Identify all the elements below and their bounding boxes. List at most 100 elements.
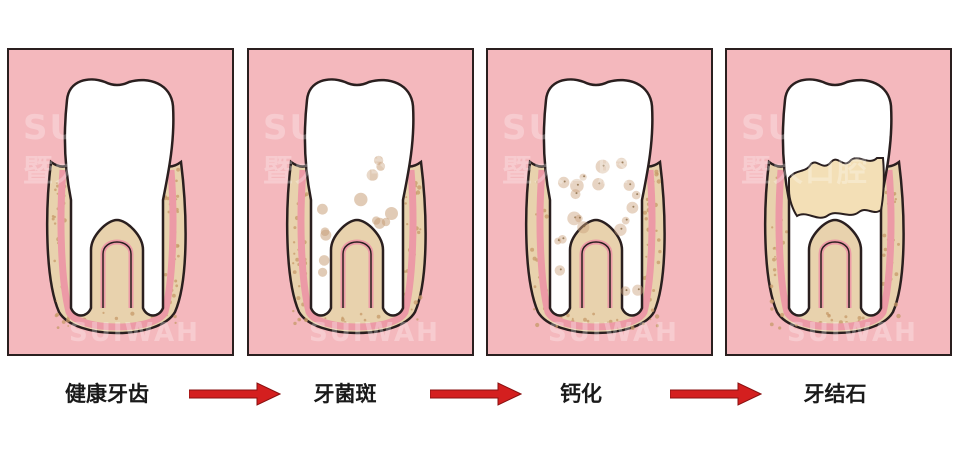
- gum-speck: [66, 318, 70, 323]
- gum-speck: [410, 308, 413, 311]
- gum-speck: [164, 273, 168, 277]
- gum-speck: [298, 285, 301, 288]
- gum-speck: [363, 318, 367, 322]
- calcium-grain: [632, 205, 635, 208]
- gum-speck: [774, 255, 776, 258]
- gum-speck: [778, 326, 782, 330]
- gum-speck: [417, 185, 422, 190]
- calcium-grain: [620, 227, 623, 230]
- gum-speck: [293, 226, 297, 230]
- gum-speck: [592, 312, 595, 316]
- gum-speck: [535, 322, 540, 328]
- gum-speck: [772, 247, 776, 250]
- gum-speck: [533, 285, 537, 289]
- plaque-spot: [577, 221, 590, 234]
- gum-speck: [555, 325, 559, 328]
- gum-speck: [61, 320, 66, 324]
- gum-speck: [176, 167, 181, 172]
- gum-speck: [324, 317, 327, 320]
- gum-speck: [882, 233, 887, 238]
- gum-speck: [292, 241, 296, 244]
- gum-speck: [645, 255, 648, 258]
- gum-speck: [177, 254, 180, 258]
- plaque-spot: [354, 192, 368, 207]
- gum-speck: [56, 182, 59, 184]
- tooth: [63, 78, 175, 317]
- stage-panel-tartar: SUI 暨大口腔 SUIWAH: [725, 48, 952, 356]
- gum-speck: [175, 179, 178, 183]
- gum-speck: [893, 302, 898, 307]
- gum-speck: [770, 307, 774, 311]
- gum-speck: [825, 312, 829, 315]
- gum-speck: [296, 296, 301, 301]
- plaque-spot: [376, 162, 386, 171]
- gum-speck: [359, 312, 363, 316]
- gum-speck: [773, 273, 777, 277]
- gum-speck: [644, 217, 648, 221]
- gum-speck: [828, 314, 831, 317]
- gum-lining: [536, 169, 656, 331]
- plaque-spot: [614, 223, 627, 236]
- calcium-grain: [625, 289, 628, 292]
- gum-speck: [293, 321, 297, 326]
- gum-speck: [51, 215, 55, 218]
- calcified-tooth-illustration: [524, 78, 666, 335]
- gum-speck: [406, 223, 409, 226]
- calcium-grain: [598, 182, 601, 185]
- gum-speck: [656, 172, 659, 175]
- gum-lining: [57, 169, 177, 331]
- gum-speck: [166, 196, 170, 201]
- healthy-tooth-illustration: [45, 78, 187, 335]
- stage-panel-healthy: SUI 暨大口腔 SUIWAH: [7, 48, 234, 356]
- calcium-grain: [583, 225, 586, 228]
- calcium-grain: [563, 180, 566, 183]
- gum-speck: [657, 238, 661, 242]
- gum-speck: [586, 319, 590, 323]
- gum-speck: [295, 257, 300, 262]
- gum-speck: [533, 308, 536, 311]
- gum-speck: [838, 320, 843, 325]
- gum-speck: [857, 316, 862, 320]
- plaque-spot: [554, 237, 562, 245]
- gum-lining: [297, 169, 417, 331]
- plaque-spot: [632, 284, 644, 296]
- stage-label-plaque: 牙菌斑: [313, 382, 377, 406]
- gum-speck: [292, 309, 295, 313]
- calcium-grain: [629, 183, 632, 186]
- plaque-spot: [385, 207, 398, 220]
- gum-speck: [785, 230, 789, 234]
- gum-speck: [67, 325, 70, 327]
- gum-speck: [416, 318, 419, 321]
- gum-speck: [114, 316, 119, 321]
- gum-speck: [376, 314, 381, 319]
- plaque-spot: [567, 211, 582, 226]
- calcium-grain: [575, 192, 578, 195]
- gum-speck: [54, 188, 57, 192]
- plaque-spot: [381, 217, 391, 227]
- gum-speck: [53, 222, 57, 225]
- gum-speck: [305, 319, 308, 322]
- plaque-spot: [621, 216, 630, 225]
- plaque-spot: [558, 176, 570, 189]
- gum-speck: [896, 313, 901, 319]
- gum-speck: [655, 324, 659, 328]
- gum-speck: [102, 311, 105, 314]
- root-outline: [581, 241, 611, 308]
- plaque-spot: [366, 169, 379, 181]
- gum-speck: [413, 300, 418, 305]
- gum-speck: [769, 322, 774, 327]
- gum-speck: [897, 242, 900, 246]
- tooth: [542, 78, 654, 317]
- gum-speck: [175, 284, 179, 288]
- gum-speck: [861, 316, 865, 320]
- gum-speck: [643, 210, 647, 215]
- gum-speck: [770, 299, 774, 303]
- stage-panel-calcified: SUI 暨大口腔 SUIWAH: [486, 48, 713, 356]
- gum-speck: [769, 284, 774, 289]
- plaque-spot: [579, 173, 587, 181]
- gum-speck: [173, 314, 177, 319]
- gum-speck: [172, 293, 176, 298]
- gum-speck: [656, 179, 661, 184]
- gum-speck: [630, 326, 635, 330]
- gum-speck: [616, 318, 619, 322]
